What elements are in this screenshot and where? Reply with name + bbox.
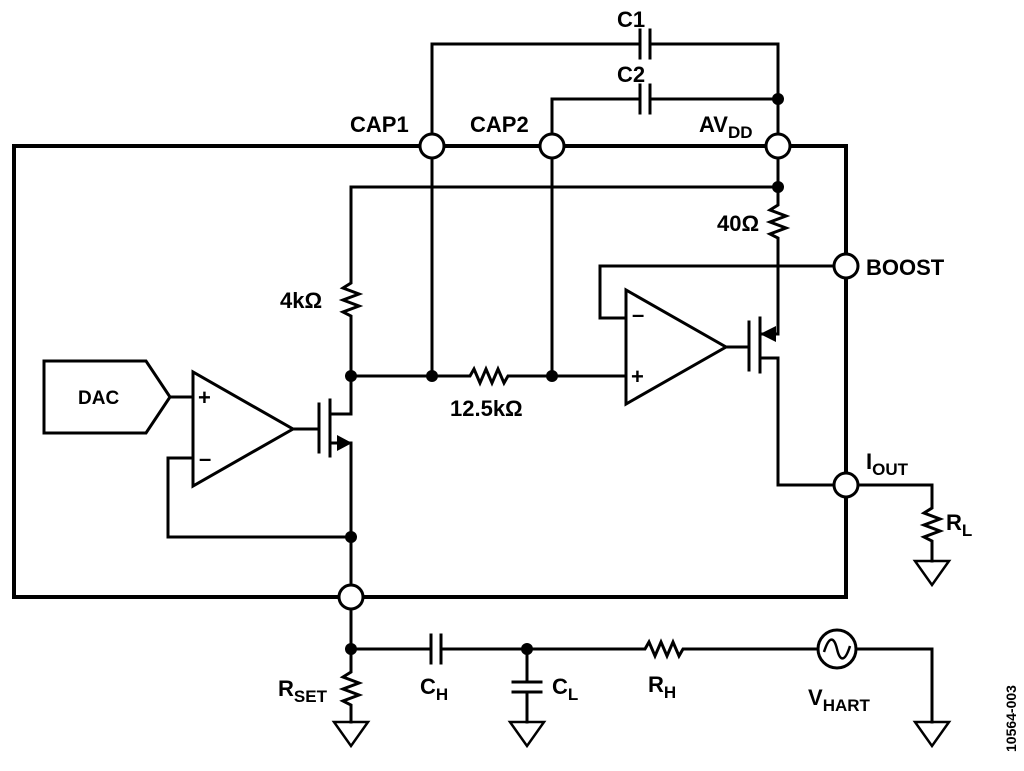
opamp-upper bbox=[624, 287, 730, 407]
label-boost: BOOST bbox=[866, 255, 945, 280]
label-rh: RH bbox=[648, 672, 676, 702]
junction-dot bbox=[345, 531, 357, 543]
capacitor-cl bbox=[507, 647, 547, 749]
label-cap2: CAP2 bbox=[470, 112, 529, 137]
pin-rset[interactable] bbox=[337, 583, 365, 611]
dac-block[interactable] bbox=[42, 359, 172, 435]
opamp-lower bbox=[191, 369, 297, 489]
pin-avdd[interactable] bbox=[764, 132, 792, 160]
label-c1: C1 bbox=[617, 7, 645, 32]
label-c2: C2 bbox=[617, 62, 645, 87]
junction-dot bbox=[546, 370, 558, 382]
capacitor-ch bbox=[349, 633, 529, 665]
label-iout: IOUT bbox=[866, 449, 909, 479]
label-cl: CL bbox=[552, 674, 578, 704]
label-rset: RSET bbox=[278, 676, 328, 706]
opamp-lower-plus: + bbox=[198, 385, 211, 410]
source-vhart bbox=[816, 628, 952, 749]
opamp-upper-minus: – bbox=[632, 302, 644, 327]
pin-boost[interactable] bbox=[832, 252, 860, 280]
capacitor-c2 bbox=[550, 83, 780, 148]
resistor-4k bbox=[338, 185, 364, 378]
label-dac: DAC bbox=[78, 388, 119, 409]
junction-dot bbox=[772, 93, 784, 105]
resistor-rset bbox=[331, 647, 371, 749]
opamp-upper-plus: + bbox=[631, 364, 644, 389]
resistor-40ohm bbox=[758, 185, 791, 336]
label-4k: 4kΩ bbox=[280, 288, 322, 313]
junction-dot bbox=[426, 370, 438, 382]
transistor-upper bbox=[747, 316, 836, 487]
label-40ohm: 40Ω bbox=[717, 211, 759, 236]
label-avdd: AVDD bbox=[699, 112, 753, 142]
resistor-12k5 bbox=[349, 365, 628, 387]
opamp-lower-minus: – bbox=[199, 446, 211, 471]
pin-cap1[interactable] bbox=[418, 132, 446, 160]
figure-id: 10564-003 bbox=[1003, 685, 1019, 752]
label-12k5: 12.5kΩ bbox=[450, 396, 523, 421]
resistor-rl bbox=[856, 483, 952, 588]
label-cap1: CAP1 bbox=[350, 112, 409, 137]
transistor-lower bbox=[317, 374, 353, 597]
pin-cap2[interactable] bbox=[538, 132, 566, 160]
label-vhart: VHART bbox=[808, 685, 871, 715]
label-rl: RL bbox=[946, 510, 972, 540]
resistor-rh bbox=[525, 638, 820, 660]
label-ch: CH bbox=[420, 674, 448, 704]
capacitor-c1 bbox=[430, 28, 780, 148]
pin-iout[interactable] bbox=[832, 471, 860, 499]
